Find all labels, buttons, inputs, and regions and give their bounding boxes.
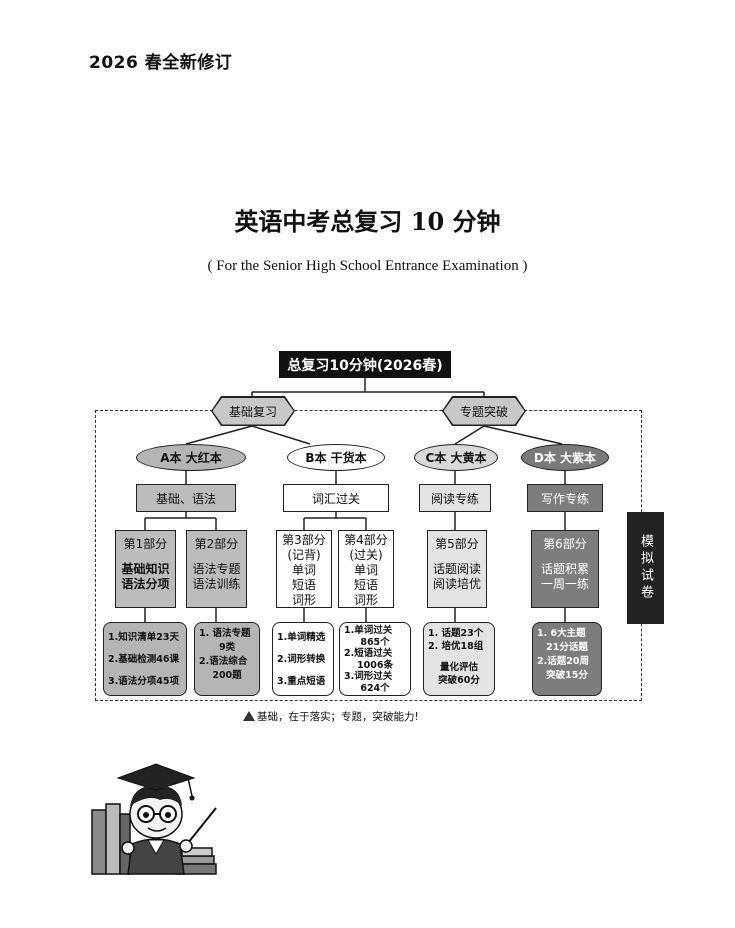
detail-part-6: 1. 6大主题 21分话题 2.话题20周 突破15分 (532, 622, 602, 696)
part-title: 第6部分 (543, 537, 587, 551)
part-line: (过关) (349, 548, 383, 562)
page-subtitle: ( For the Senior High School Entrance Ex… (207, 258, 528, 274)
mock-exam-tab: 模拟试卷 (627, 512, 664, 624)
part-line: 阅读培优 (432, 577, 481, 591)
detail-line: 1.单词精选 (277, 632, 326, 643)
category-writing: 写作专练 (527, 484, 603, 512)
part-line: 单词 (353, 563, 378, 577)
part-4: 第4部分 (过关) 单词 短语 词形 (338, 530, 394, 608)
diagram-root: 总复习10分钟(2026春) (279, 351, 451, 378)
detail-part-3: 1.单词精选 2.词形转换 3.重点短语 (272, 622, 334, 696)
part-line: 短语 (353, 578, 378, 592)
detail-line: 2.词形转换 (277, 654, 326, 665)
part-line: 语法分项 (121, 577, 170, 591)
book-d: D本 大紫本 (521, 444, 609, 471)
category-reading: 阅读专练 (419, 484, 491, 512)
part-line: (记背) (287, 548, 321, 562)
student-mascot-illustration (91, 763, 217, 875)
part-line: 基础知识 (121, 562, 170, 576)
detail-line: 865个 (360, 636, 390, 648)
branch-label: 基础复习 (212, 397, 294, 425)
part-line: 话题阅读 (432, 562, 481, 576)
detail-part-4: 1.单词过关 865个 2.短语过关 1006条 3.词形过关 624个 (339, 622, 411, 696)
part-line: 语法专题 (192, 562, 241, 576)
detail-part-1: 1.知识清单23天 2.基础检测46课 3.语法分项45项 (103, 622, 187, 696)
detail-line: 量化评估 (439, 662, 478, 673)
part-title: 第5部分 (435, 537, 479, 551)
detail-line: 1. 话题23个 (428, 628, 484, 639)
part-1: 第1部分 基础知识 语法分项 (115, 530, 176, 608)
detail-line: 2.话题20周 (537, 656, 589, 667)
detail-part-2: 1. 语法专题 9类 2.语法综合 200题 (194, 622, 260, 696)
part-2: 第2部分 语法专题 语法训练 (186, 530, 247, 608)
diagram-caption: 基础，在于落实；专题，突破能力! (243, 709, 419, 724)
detail-line: 突破15分 (546, 670, 588, 681)
detail-line: 200题 (212, 670, 242, 681)
branch-topic-breakthrough: 专题突破 (442, 396, 526, 426)
detail-line: 突破60分 (438, 675, 480, 686)
part-line: 词形 (353, 593, 378, 607)
branch-basic-review: 基础复习 (211, 396, 295, 426)
detail-line: 2.基础检测46课 (108, 654, 179, 665)
detail-line: 624个 (360, 682, 390, 694)
book-c: C本 大黄本 (414, 444, 498, 471)
part-line: 语法训练 (192, 577, 241, 591)
branch-label: 专题突破 (443, 397, 525, 425)
part-line: 话题积累 (540, 562, 589, 576)
detail-line: 21分话题 (546, 642, 588, 653)
detail-line: 1006条 (357, 659, 393, 671)
detail-line: 2.短语过关 (344, 648, 393, 659)
page-title: 英语中考总复习 10 分钟 (234, 207, 501, 236)
detail-line: 1. 6大主题 (537, 628, 586, 639)
category-basics-grammar: 基础、语法 (136, 484, 236, 512)
detail-line: 2. 培优18组 (428, 641, 484, 652)
part-title: 第1部分 (123, 537, 168, 551)
detail-line: 3.词形过关 (344, 671, 393, 682)
book-a: A本 大红本 (136, 444, 246, 471)
part-line: 一周一练 (540, 577, 589, 591)
detail-line: 3.语法分项45项 (108, 676, 179, 687)
part-title: 第4部分 (344, 533, 388, 547)
detail-line: 9类 (218, 642, 236, 653)
detail-line: 1.知识清单23天 (108, 632, 179, 643)
edition-label: 2026 春全新修订 (89, 53, 233, 73)
detail-part-5: 1. 话题23个 2. 培优18组 量化评估 突破60分 (423, 622, 495, 696)
part-3: 第3部分 (记背) 单词 短语 词形 (276, 530, 332, 608)
part-line: 短语 (291, 578, 316, 592)
detail-line: 1.单词过关 (344, 625, 393, 636)
detail-line: 2.语法综合 (199, 656, 248, 667)
caption-text: 基础，在于落实；专题，突破能力! (257, 711, 419, 723)
part-line: 词形 (291, 593, 316, 607)
part-line: 单词 (291, 563, 316, 577)
part-title: 第2部分 (194, 537, 239, 551)
part-5: 第5部分 话题阅读 阅读培优 (427, 530, 487, 608)
triangle-icon (243, 711, 255, 721)
part-title: 第3部分 (282, 533, 326, 547)
detail-line: 3.重点短语 (277, 676, 326, 687)
part-6: 第6部分 话题积累 一周一练 (531, 530, 599, 608)
book-b: B本 干货本 (287, 444, 385, 471)
category-vocabulary: 词汇过关 (283, 484, 389, 512)
detail-line: 1. 语法专题 (199, 628, 251, 639)
